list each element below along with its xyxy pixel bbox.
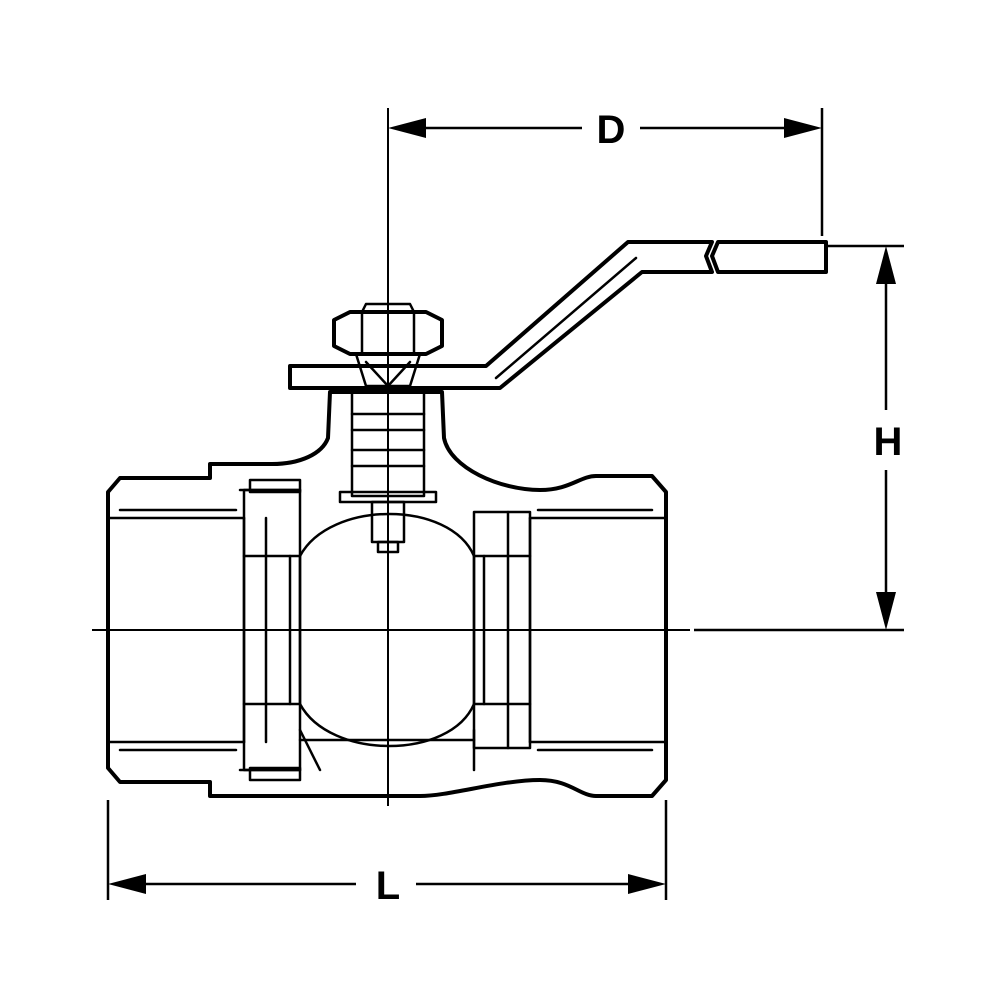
- dimension-h: H: [694, 244, 904, 632]
- l-arrow-right: [628, 874, 666, 894]
- ball: [298, 512, 476, 748]
- dimension-d: D: [388, 108, 824, 236]
- d-arrow-left: [388, 118, 426, 138]
- dimension-h-label: H: [874, 420, 903, 464]
- lever-tip[interactable]: [710, 240, 828, 274]
- dimension-l-label: L: [376, 864, 400, 908]
- d-arrow-right: [784, 118, 822, 138]
- lever-arm[interactable]: [288, 240, 714, 390]
- h-arrow-top: [876, 246, 896, 284]
- h-arrow-bottom: [876, 592, 896, 630]
- lever-handle[interactable]: [288, 240, 828, 390]
- dimension-l: L: [106, 800, 668, 908]
- dimension-d-label: D: [597, 108, 626, 152]
- centerlines: [92, 108, 690, 806]
- l-arrow-left: [108, 874, 146, 894]
